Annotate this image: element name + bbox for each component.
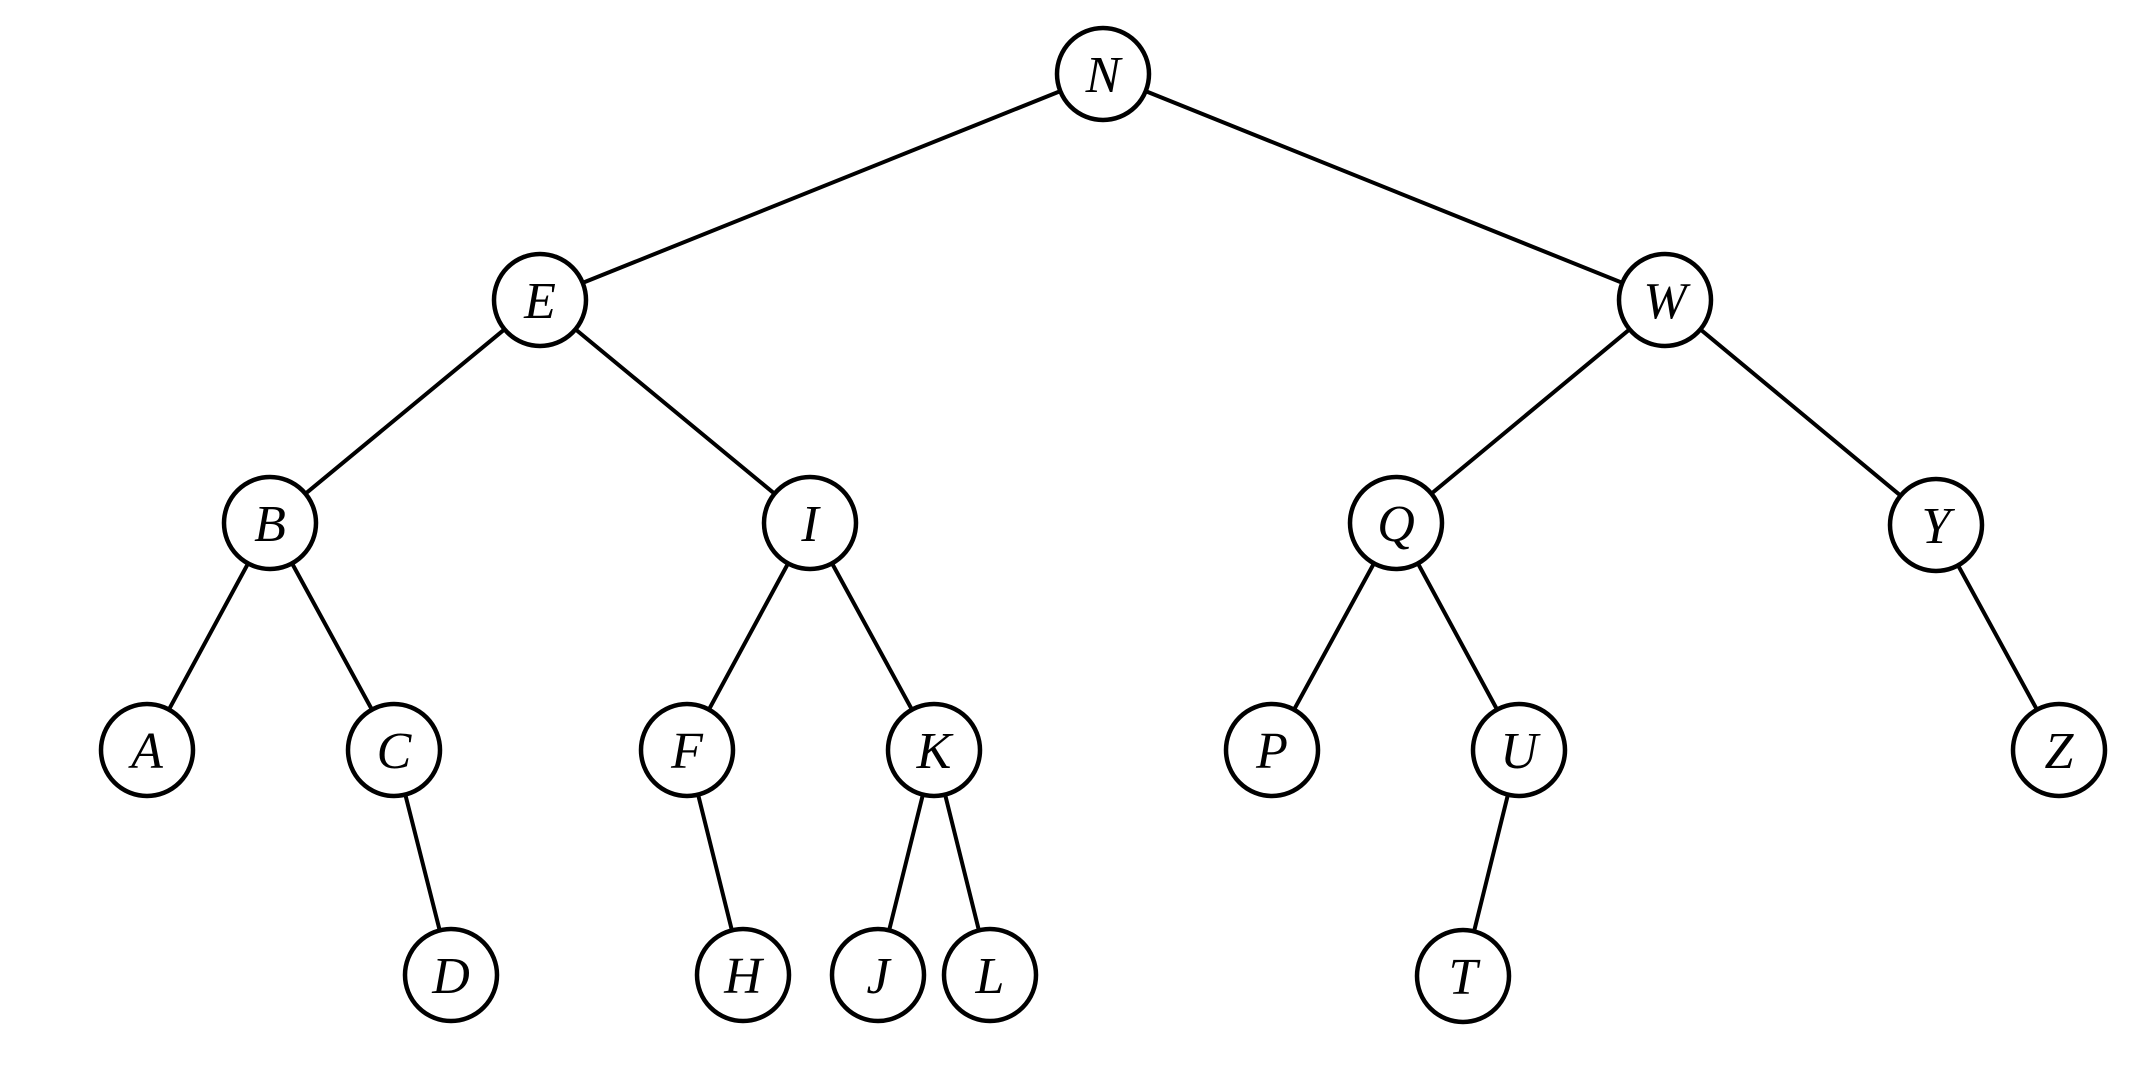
edge-W-Y (1663, 298, 1938, 527)
node-circle-F (638, 701, 736, 799)
node-circle-C (345, 701, 443, 799)
node-label-Q: Q (1377, 496, 1415, 553)
tree-node-B: B (221, 474, 319, 572)
node-label-J: J (866, 948, 892, 1005)
node-circle-A (98, 701, 196, 799)
node-circle-L (941, 926, 1039, 1024)
node-circle-U (1470, 701, 1568, 799)
node-circle-I (761, 474, 859, 572)
edges-layer (145, 72, 2061, 978)
node-circle-D (402, 926, 500, 1024)
edge-N-E (538, 72, 1105, 302)
node-circle-Z (2010, 701, 2108, 799)
node-label-D: D (431, 948, 470, 1005)
tree-node-C: C (345, 701, 443, 799)
edge-E-B (268, 298, 542, 525)
tree-node-U: U (1470, 701, 1568, 799)
node-circle-Y (1887, 476, 1985, 574)
node-circle-Q (1347, 474, 1445, 572)
node-label-W: W (1643, 273, 1691, 330)
tree-node-P: P (1223, 701, 1321, 799)
tree-node-T: T (1414, 927, 1512, 1025)
tree-node-Q: Q (1347, 474, 1445, 572)
node-circle-P (1223, 701, 1321, 799)
node-label-U: U (1500, 723, 1541, 780)
node-label-K: K (916, 723, 954, 780)
node-circle-J (829, 926, 927, 1024)
node-circle-E (491, 251, 589, 349)
node-circle-B (221, 474, 319, 572)
tree-node-A: A (98, 701, 196, 799)
tree-node-F: F (638, 701, 736, 799)
node-label-E: E (523, 273, 556, 330)
node-label-P: P (1255, 723, 1288, 780)
node-label-T: T (1449, 949, 1481, 1006)
tree-node-L: L (941, 926, 1039, 1024)
tree-node-K: K (885, 701, 983, 799)
node-label-Y: Y (1922, 498, 1956, 555)
tree-node-Z: Z (2010, 701, 2108, 799)
node-label-N: N (1085, 47, 1124, 104)
node-circle-H (694, 926, 792, 1024)
node-label-B: B (254, 496, 286, 553)
edge-W-Q (1394, 298, 1667, 525)
tree-node-I: I (761, 474, 859, 572)
tree-node-J: J (829, 926, 927, 1024)
node-label-A: A (128, 723, 163, 780)
node-label-F: F (670, 723, 704, 780)
node-circle-T (1414, 927, 1512, 1025)
node-label-H: H (723, 948, 764, 1005)
node-label-Z: Z (2045, 723, 2075, 780)
tree-node-N: N (1054, 25, 1152, 123)
node-label-I: I (800, 496, 821, 553)
tree-node-D: D (402, 926, 500, 1024)
edge-N-W (1101, 72, 1667, 302)
node-circle-W (1616, 251, 1714, 349)
node-circle-K (885, 701, 983, 799)
tree-node-H: H (694, 926, 792, 1024)
node-label-C: C (377, 723, 413, 780)
tree-node-Y: Y (1887, 476, 1985, 574)
nodes-layer: N E W B I Q Y A C F K P U Z D H J L T (98, 25, 2108, 1025)
tree-node-W: W (1616, 251, 1714, 349)
node-circle-N (1054, 25, 1152, 123)
node-label-L: L (975, 948, 1005, 1005)
tree-node-E: E (491, 251, 589, 349)
edge-E-I (538, 298, 812, 525)
